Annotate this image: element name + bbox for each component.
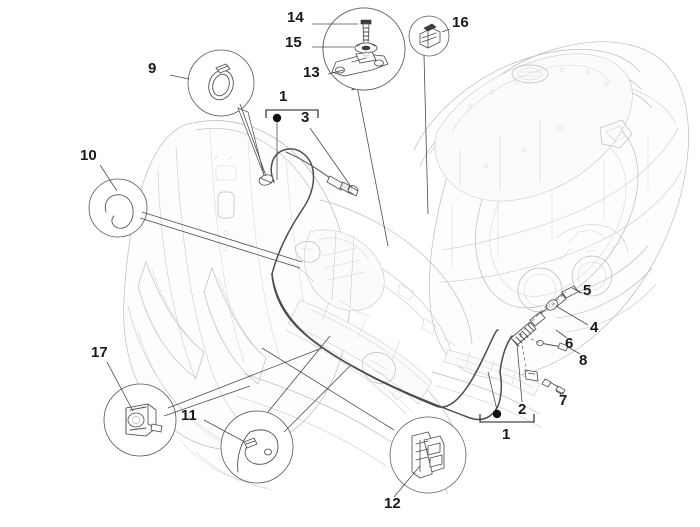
callout-label-12: 12 xyxy=(384,495,401,512)
callout-label-15: 15 xyxy=(285,34,302,51)
callout-label-17: 17 xyxy=(91,344,108,361)
lock-actuator-part-17 xyxy=(125,403,163,437)
callout-label-5: 5 xyxy=(583,282,592,299)
detail-bubble-17 xyxy=(103,347,323,457)
cable-adjuster-assembly xyxy=(510,285,579,395)
cable-retainer-clip-part-12 xyxy=(411,431,445,479)
pin-part-6 xyxy=(536,339,569,352)
detail-bubble-13 xyxy=(322,7,406,91)
callout-label-1-top: 1 xyxy=(279,88,288,105)
cable-tie-part-11 xyxy=(237,429,279,473)
callout-label-10: 10 xyxy=(80,147,97,164)
retaining-plate-part-8 xyxy=(524,369,539,382)
callout-label-4: 4 xyxy=(590,319,599,336)
group-bracket-top xyxy=(265,109,319,180)
callout-label-1-bottom: 1 xyxy=(502,426,511,443)
callout-label-3: 3 xyxy=(301,109,310,126)
bracket-assembly-leaders xyxy=(354,54,429,247)
group-bracket-bottom xyxy=(479,371,535,423)
detail-bubble-16 xyxy=(408,15,450,57)
callout-label-13: 13 xyxy=(303,64,320,81)
spring-boot-part-2 xyxy=(510,311,546,347)
callout-label-14: 14 xyxy=(287,9,304,26)
callout-label-8: 8 xyxy=(579,352,588,369)
washer-part-15 xyxy=(354,42,378,54)
detail-bubble-11 xyxy=(220,335,351,484)
cable-grommet xyxy=(258,174,274,186)
callout-label-16: 16 xyxy=(452,14,469,31)
detail-bubble-12 xyxy=(261,347,467,494)
callout-label-2: 2 xyxy=(518,401,527,418)
callout-label-11: 11 xyxy=(181,407,197,424)
callout-label-9: 9 xyxy=(148,60,157,77)
detail-bubble-10 xyxy=(88,178,303,269)
control-cable xyxy=(258,148,513,421)
detail-bubble-9 xyxy=(187,49,267,177)
cable-guide-clip-part-16 xyxy=(419,23,441,49)
spring-hook-part-10 xyxy=(104,194,134,229)
clamp-ring-part-9 xyxy=(208,63,234,101)
cable-end-fitting-part-3 xyxy=(326,175,359,197)
callout-leaders xyxy=(99,23,589,498)
callout-label-7: 7 xyxy=(559,392,568,409)
callout-label-6: 6 xyxy=(565,335,574,352)
